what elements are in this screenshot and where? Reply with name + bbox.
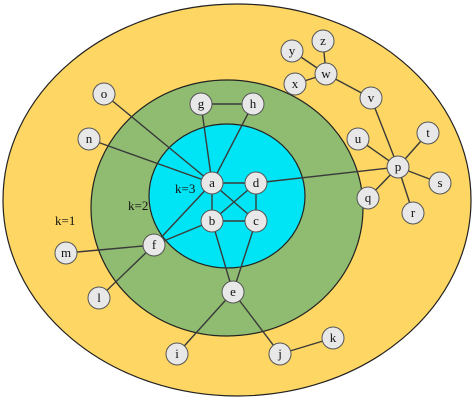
node-circle-w: [314, 62, 338, 86]
node-d[interactable]: d: [244, 171, 268, 195]
node-label-r: r: [411, 205, 416, 220]
node-label-t: t: [426, 125, 430, 140]
node-circle-y: [280, 39, 304, 63]
node-i[interactable]: i: [165, 342, 189, 366]
node-circle-d: [244, 171, 268, 195]
node-circle-z: [311, 29, 335, 53]
node-label-p: p: [395, 159, 402, 174]
node-circle-x: [283, 72, 307, 96]
node-g[interactable]: g: [189, 92, 213, 116]
node-label-d: d: [253, 175, 260, 190]
node-label-h: h: [250, 96, 257, 111]
node-circle-u: [346, 127, 370, 151]
node-w[interactable]: w: [314, 62, 338, 86]
edge-a-h: [211, 103, 254, 184]
node-label-s: s: [437, 175, 442, 190]
node-m[interactable]: m: [54, 241, 78, 265]
node-label-a: a: [209, 175, 215, 190]
node-circle-l: [87, 286, 111, 310]
node-b[interactable]: b: [200, 209, 224, 233]
node-circle-e: [221, 280, 245, 304]
node-circle-g: [189, 92, 213, 116]
node-circle-p: [386, 155, 410, 179]
node-k[interactable]: k: [321, 326, 345, 350]
node-circle-r: [401, 201, 425, 225]
node-circle-b: [200, 209, 224, 233]
node-circle-t: [416, 121, 440, 145]
edge-f-l: [98, 244, 155, 299]
node-circle-f: [142, 233, 166, 257]
node-x[interactable]: x: [283, 72, 307, 96]
node-circle-a: [200, 171, 224, 195]
edge-e-i: [176, 291, 234, 355]
edge-a-g: [200, 103, 213, 184]
node-circle-c: [244, 209, 268, 233]
edge-p-v: [370, 97, 399, 168]
edge-e-j: [232, 291, 281, 355]
node-a[interactable]: a: [200, 171, 224, 195]
edge-d-p: [255, 166, 399, 184]
node-label-k: k: [330, 330, 337, 345]
ring-label-k1: k=1: [55, 213, 75, 228]
node-q[interactable]: q: [356, 186, 380, 210]
node-circle-k: [321, 326, 345, 350]
node-label-w: w: [321, 66, 331, 81]
ring-label-k2: k=2: [128, 198, 148, 213]
node-circle-n: [77, 127, 101, 151]
node-j[interactable]: j: [268, 342, 292, 366]
node-label-n: n: [86, 131, 93, 146]
edge-a-f: [153, 182, 213, 246]
node-y[interactable]: y: [280, 39, 304, 63]
ring-label-k3: k=3: [175, 181, 195, 196]
node-circle-o: [92, 82, 116, 106]
edge-b-e: [211, 220, 234, 293]
node-label-c: c: [253, 213, 259, 228]
node-p[interactable]: p: [386, 155, 410, 179]
node-label-x: x: [292, 76, 299, 91]
node-circle-h: [241, 92, 265, 116]
node-label-i: i: [175, 346, 179, 361]
node-label-u: u: [355, 131, 362, 146]
node-label-m: m: [61, 245, 71, 260]
node-f[interactable]: f: [142, 233, 166, 257]
node-label-z: z: [320, 33, 326, 48]
node-circle-v: [359, 86, 383, 110]
edge-c-e: [232, 220, 257, 293]
node-label-f: f: [152, 237, 157, 252]
node-r[interactable]: r: [401, 201, 425, 225]
node-label-o: o: [101, 86, 108, 101]
node-t[interactable]: t: [416, 121, 440, 145]
node-c[interactable]: c: [244, 209, 268, 233]
node-label-g: g: [198, 96, 205, 111]
node-u[interactable]: u: [346, 127, 370, 151]
node-circle-q: [356, 186, 380, 210]
node-v[interactable]: v: [359, 86, 383, 110]
node-s[interactable]: s: [428, 171, 452, 195]
node-e[interactable]: e: [221, 280, 245, 304]
node-circle-s: [428, 171, 452, 195]
node-label-b: b: [209, 213, 216, 228]
node-o[interactable]: o: [92, 82, 116, 106]
node-label-y: y: [289, 43, 296, 58]
node-circle-m: [54, 241, 78, 265]
node-z[interactable]: z: [311, 29, 335, 53]
node-n[interactable]: n: [77, 127, 101, 151]
edge-f-m: [65, 244, 155, 254]
node-label-l: l: [97, 290, 101, 305]
node-h[interactable]: h: [241, 92, 265, 116]
edge-a-o: [103, 93, 213, 184]
node-label-j: j: [277, 346, 282, 361]
node-l[interactable]: l: [87, 286, 111, 310]
node-circle-i: [165, 342, 189, 366]
node-label-q: q: [365, 190, 372, 205]
edge-a-n: [88, 138, 213, 184]
node-circle-j: [268, 342, 292, 366]
node-label-v: v: [368, 90, 375, 105]
node-label-e: e: [230, 284, 236, 299]
